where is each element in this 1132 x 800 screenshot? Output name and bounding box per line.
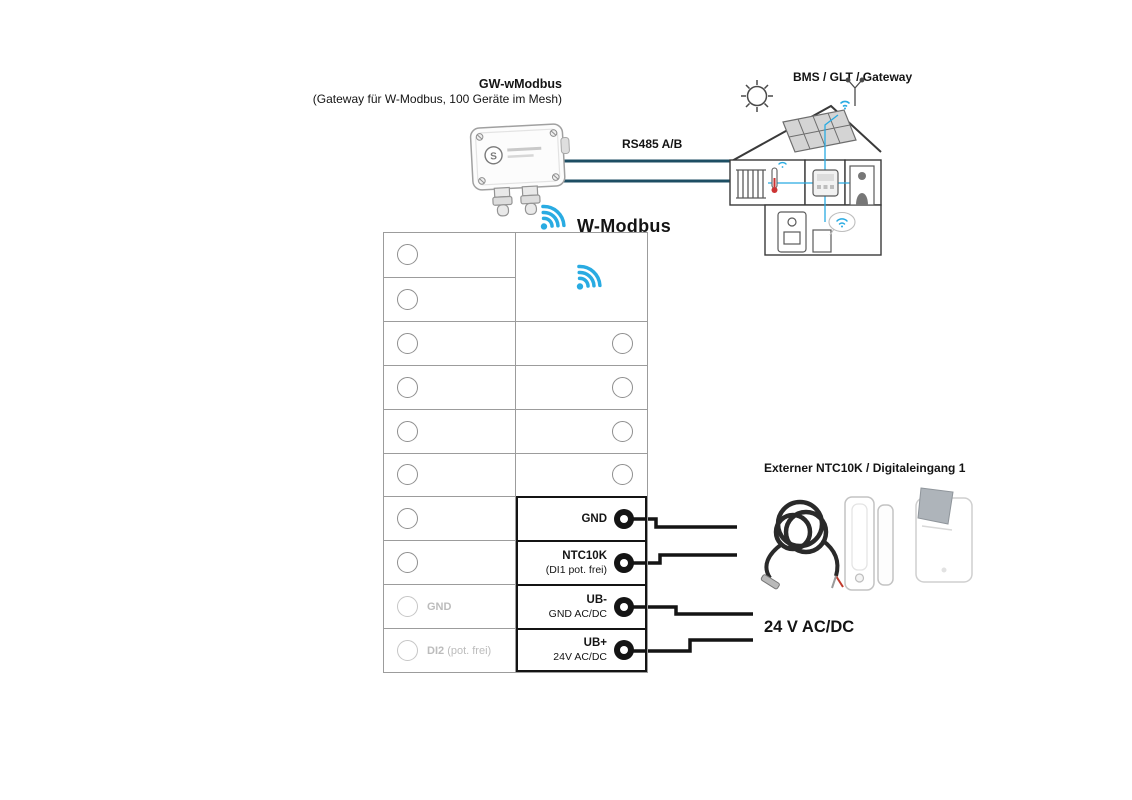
terminal-port <box>397 464 418 486</box>
terminal-ub-minus-label: UB- <box>586 594 607 607</box>
gateway-subtitle: (Gateway für W-Modbus, 100 Geräte im Mes… <box>312 92 562 106</box>
svg-text:S: S <box>490 151 498 162</box>
terminal-port <box>397 640 418 662</box>
sun-icon <box>741 80 773 112</box>
wifi-icon-small <box>840 100 850 110</box>
gateway-title-block: GW-wModbus (Gateway für W-Modbus, 100 Ge… <box>300 77 562 106</box>
terminal-row: DI2 (pot. frei) <box>384 628 516 672</box>
bms-house-illustration <box>729 77 882 256</box>
terminal-row <box>515 364 647 409</box>
terminal-row <box>384 233 516 277</box>
terminal-row <box>515 408 647 453</box>
rs485-bus-lines <box>559 159 737 183</box>
terminal-row <box>384 496 516 541</box>
cable-glands <box>492 185 541 217</box>
terminal-port <box>397 508 418 530</box>
thermostat-panel <box>812 169 839 197</box>
terminal-row <box>384 364 516 409</box>
bms-label: BMS / GLT / Gateway <box>793 70 913 84</box>
wire-gnd <box>632 517 737 529</box>
window-contact-sensor <box>844 496 894 591</box>
solar-panel <box>782 100 857 153</box>
screw-icons <box>475 129 560 185</box>
wifi-icon <box>576 264 602 290</box>
terminal-port <box>397 420 418 442</box>
terminal-row <box>384 276 516 321</box>
terminal-gnd: GND <box>515 496 647 541</box>
terminal-row <box>384 408 516 453</box>
antenna-icon <box>845 77 865 106</box>
wifi-icon <box>540 204 566 230</box>
antenna-nub <box>560 136 570 155</box>
terminal-contact <box>614 640 634 661</box>
terminal-port <box>397 288 418 310</box>
terminal-port <box>612 420 633 442</box>
terminal-port <box>397 596 418 618</box>
wmodbus-cell <box>516 233 648 321</box>
terminal-row <box>384 320 516 365</box>
ntc-cable-probe <box>760 499 844 590</box>
terminal-ub-plus: UB+ 24V AC/DC <box>515 628 647 672</box>
person-at-door <box>849 165 875 206</box>
terminal-ntc10k: NTC10K (DI1 pot. frei) <box>515 540 647 585</box>
terminal-contact <box>614 509 634 530</box>
radiator-icon <box>736 169 766 199</box>
gateway-title: GW-wModbus <box>478 77 562 91</box>
terminal-contact <box>614 553 634 574</box>
roof <box>729 104 882 163</box>
terminal-row <box>515 320 647 365</box>
terminal-ub-plus-sublabel: 24V AC/DC <box>553 650 607 663</box>
terminal-port <box>397 332 418 354</box>
terminal-row <box>384 452 516 497</box>
terminal-ntc10k-label: NTC10K <box>562 550 607 563</box>
terminal-wires <box>632 517 753 653</box>
boiler-icon <box>777 211 832 253</box>
terminal-gnd-label: GND <box>581 512 607 525</box>
wmodbus-label: W-Modbus <box>577 216 672 236</box>
left-di2-label: DI2 (pot. frei) <box>427 644 492 657</box>
external-input-label: Externer NTC10K / Digitaleingang 1 <box>764 461 966 475</box>
terminal-block: GND NTC10K (DI1 pot. frei) GND UB- GND A… <box>383 232 648 673</box>
gateway-device-illustration: S <box>469 123 570 217</box>
terminal-port <box>612 376 633 398</box>
terminal-port <box>612 464 633 486</box>
external-sensors-illustration <box>760 487 973 591</box>
terminal-port <box>397 244 418 266</box>
terminal-ub-minus-sublabel: GND AC/DC <box>548 607 607 620</box>
power-supply-label: 24 V AC/DC <box>764 618 855 636</box>
terminal-ub-minus: UB- GND AC/DC <box>515 584 647 629</box>
left-gnd-label: GND <box>427 600 452 613</box>
terminal-row: GND <box>384 584 516 629</box>
terminal-port <box>397 376 418 398</box>
thermometer-icon <box>771 161 787 193</box>
wifi-bubble <box>828 211 856 236</box>
terminal-port <box>612 332 633 354</box>
terminal-ntc10k-sublabel: (DI1 pot. frei) <box>545 563 607 576</box>
wire-ub-plus <box>632 638 753 653</box>
rs485-label: RS485 A/B <box>622 137 683 151</box>
key-card-holder <box>915 487 973 583</box>
wire-ub-minus <box>632 605 753 616</box>
terminal-row <box>384 540 516 585</box>
s-logo: S <box>484 146 503 165</box>
terminal-contact <box>614 597 634 618</box>
terminal-port <box>397 552 418 574</box>
terminal-ub-plus-label: UB+ <box>583 637 607 650</box>
terminal-row <box>515 452 647 497</box>
